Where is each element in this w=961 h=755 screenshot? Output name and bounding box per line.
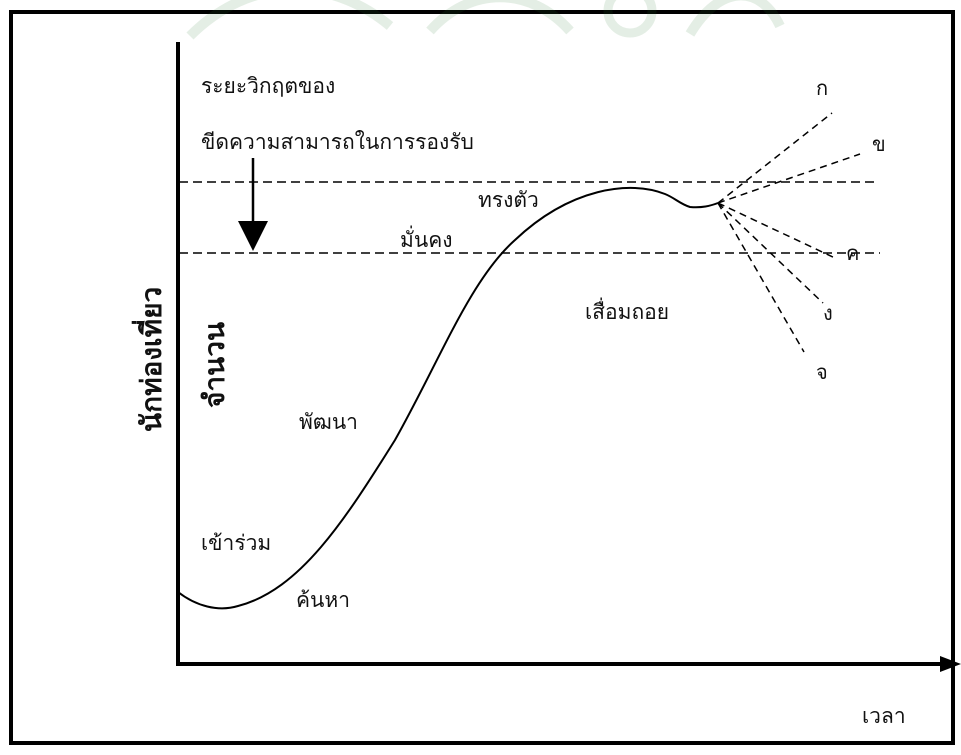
branch-line-kho-khon bbox=[717, 202, 836, 259]
time-axis-label: เวลา bbox=[862, 704, 906, 728]
branch-label-kho-khwai: ค bbox=[846, 241, 860, 265]
decline-stage-label: เสื่อมถอย bbox=[585, 300, 670, 324]
diagram-frame bbox=[9, 10, 955, 745]
exploration-stage-label: ค้นหา bbox=[296, 588, 351, 612]
watermark-logo bbox=[186, 0, 785, 40]
branch-label-kho: ข bbox=[872, 132, 886, 156]
lifecycle-curve bbox=[177, 186, 719, 610]
participation-stage-label: เข้าร่วม bbox=[201, 531, 272, 555]
branch-label-ngo: ง bbox=[823, 301, 833, 325]
branch-line-ngo bbox=[717, 202, 824, 304]
y-axis-label-outer: นักท่องเที่ยว bbox=[135, 286, 168, 432]
stable-stage-label: ทรงตัว bbox=[478, 188, 539, 212]
crisis-label-line2: ขีดความสามารถในการรองรับ bbox=[201, 130, 474, 154]
y-axis-label-inner: จำนวน bbox=[198, 321, 231, 408]
development-stage-label: พัฒนา bbox=[299, 410, 358, 434]
x-axis-arrowhead bbox=[940, 656, 961, 672]
crisis-label-line1: ระยะวิกฤตของ bbox=[201, 74, 336, 98]
branch-line-ka bbox=[717, 112, 833, 204]
secure-label: มั่นคง bbox=[400, 228, 453, 252]
branch-label-cho: จ bbox=[816, 360, 828, 384]
branch-line-cho bbox=[717, 202, 805, 353]
branch-line-kho bbox=[717, 153, 861, 204]
branch-label-ka: ก bbox=[816, 76, 829, 100]
